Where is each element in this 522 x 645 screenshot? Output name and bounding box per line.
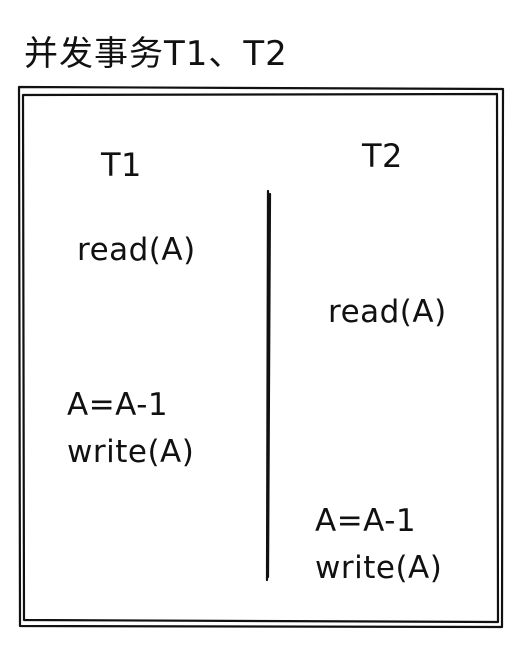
t1-operation-assign: A=A-1 (67, 387, 169, 423)
t1-operation-read: read(A) (77, 232, 196, 268)
column-header-t1: T1 (101, 146, 142, 184)
diagram-title: 并发事务T1、T2 (24, 34, 288, 74)
t1-operation-write: write(A) (67, 434, 195, 470)
column-header-t2: T2 (362, 137, 403, 175)
column-divider-stroke-2 (266, 192, 272, 579)
t2-operation-assign: A=A-1 (315, 503, 417, 539)
column-divider (265, 189, 270, 582)
t2-operation-write: write(A) (315, 550, 443, 586)
t2-operation-read: read(A) (328, 294, 447, 330)
outer-box-inner-stroke (21, 92, 500, 624)
